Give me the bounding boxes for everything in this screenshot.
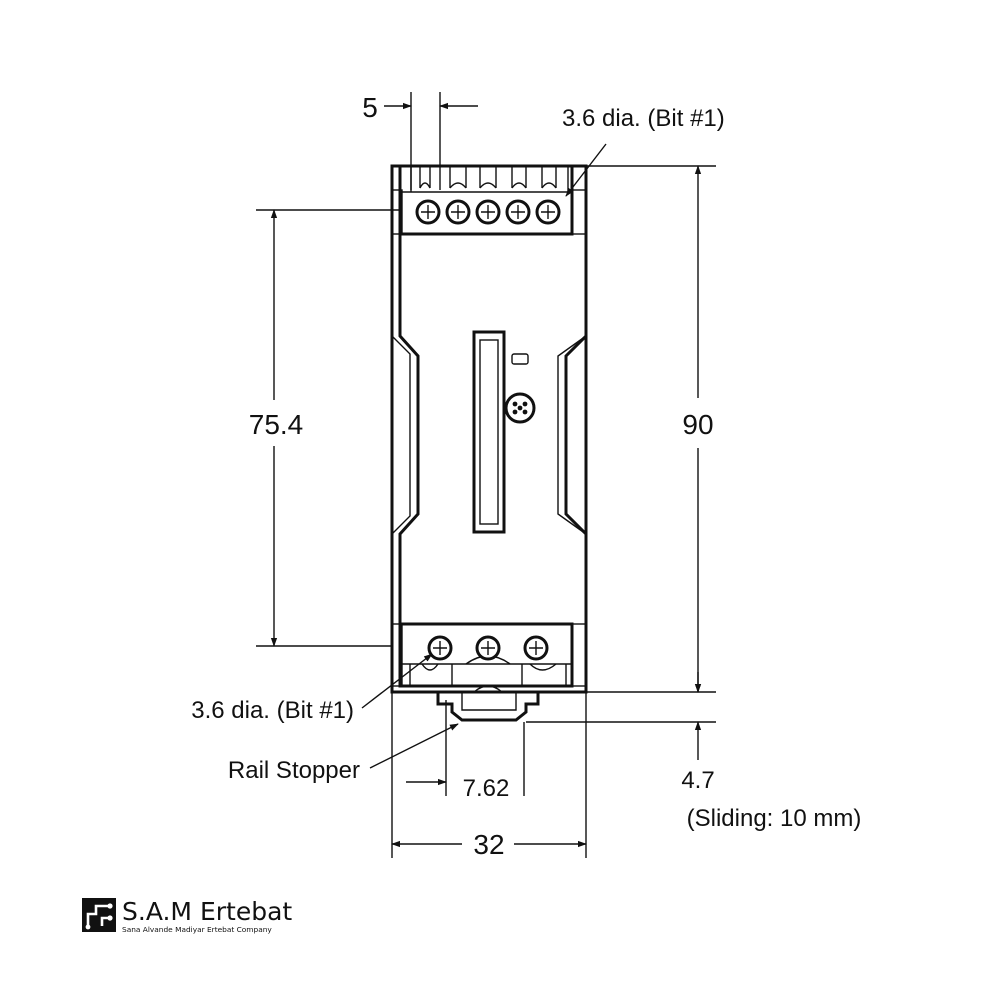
dim-screw-dia-top: 3.6 dia. (Bit #1) bbox=[562, 105, 725, 132]
dim-stopper-offset: 7.62 bbox=[463, 775, 510, 802]
device-outline bbox=[390, 164, 588, 722]
brand-block: S.A.M Ertebat Sana Alvande Madiyar Erteb… bbox=[82, 897, 292, 934]
dim-stopper-travel: 4.7 bbox=[681, 767, 714, 794]
dim-screw-dia-bottom: 3.6 dia. (Bit #1) bbox=[191, 697, 354, 724]
screw-icon bbox=[427, 635, 453, 661]
brand-tagline: Sana Alvande Madiyar Ertebat Company bbox=[122, 925, 272, 934]
screw-icon bbox=[523, 635, 549, 661]
screw-icon bbox=[505, 199, 531, 225]
label-rail-stopper: Rail Stopper bbox=[228, 757, 360, 784]
screw-icon bbox=[475, 635, 501, 661]
screw-icon bbox=[535, 199, 561, 225]
dim-mounting-height: 75.4 bbox=[249, 409, 304, 440]
dim-overall-height: 90 bbox=[682, 409, 713, 440]
screw-icon bbox=[415, 199, 441, 225]
screw-icon bbox=[445, 199, 471, 225]
screw-icon bbox=[475, 199, 501, 225]
brand-name: S.A.M Ertebat bbox=[122, 897, 292, 926]
sam-logo-icon bbox=[82, 898, 116, 932]
dim-terminal-pitch: 5 bbox=[362, 92, 378, 123]
top-terminal-screws bbox=[415, 199, 561, 225]
bottom-terminal-screws bbox=[427, 635, 549, 661]
dimension-lines bbox=[256, 92, 716, 858]
dim-stopper-sliding: (Sliding: 10 mm) bbox=[687, 805, 862, 832]
dim-width: 32 bbox=[473, 829, 504, 860]
